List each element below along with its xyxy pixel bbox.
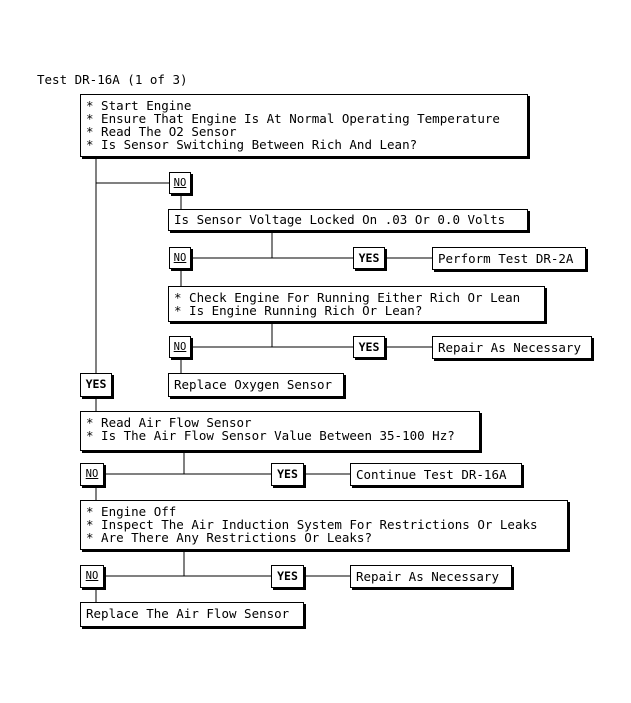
diagram-title: Test DR-16A (1 of 3): [37, 72, 188, 87]
yes-tag: YES: [271, 463, 304, 486]
no-label: NO: [173, 341, 187, 353]
no-label: NO: [173, 252, 187, 264]
no-label: NO: [85, 570, 99, 582]
air-flow-sensor-box: * Read Air Flow Sensor * Is The Air Flow…: [80, 411, 480, 451]
yes-tag: YES: [353, 247, 385, 269]
continue-test-box: Continue Test DR-16A: [350, 463, 522, 486]
no-label: NO: [173, 177, 187, 189]
voltage-locked-box: Is Sensor Voltage Locked On .03 Or 0.0 V…: [168, 209, 528, 231]
no-label: NO: [85, 468, 99, 480]
repair-box: Repair As Necessary: [432, 336, 592, 359]
perform-test-box: Perform Test DR-2A: [432, 247, 586, 270]
no-tag: NO: [80, 565, 104, 588]
engine-off-box: * Engine Off * Inspect The Air Induction…: [80, 500, 568, 550]
yes-tag: YES: [271, 565, 304, 588]
no-tag: NO: [169, 172, 191, 194]
repair-box: Repair As Necessary: [350, 565, 512, 588]
no-tag: NO: [169, 247, 191, 269]
replace-air-flow-sensor-box: Replace The Air Flow Sensor: [80, 602, 304, 627]
no-tag: NO: [169, 336, 191, 358]
replace-oxygen-sensor-box: Replace Oxygen Sensor: [168, 373, 344, 397]
yes-tag: YES: [353, 336, 385, 358]
start-engine-box: * Start Engine * Ensure That Engine Is A…: [80, 94, 528, 157]
yes-tag: YES: [80, 373, 112, 397]
no-tag: NO: [80, 463, 104, 486]
check-engine-box: * Check Engine For Running Either Rich O…: [168, 286, 545, 322]
